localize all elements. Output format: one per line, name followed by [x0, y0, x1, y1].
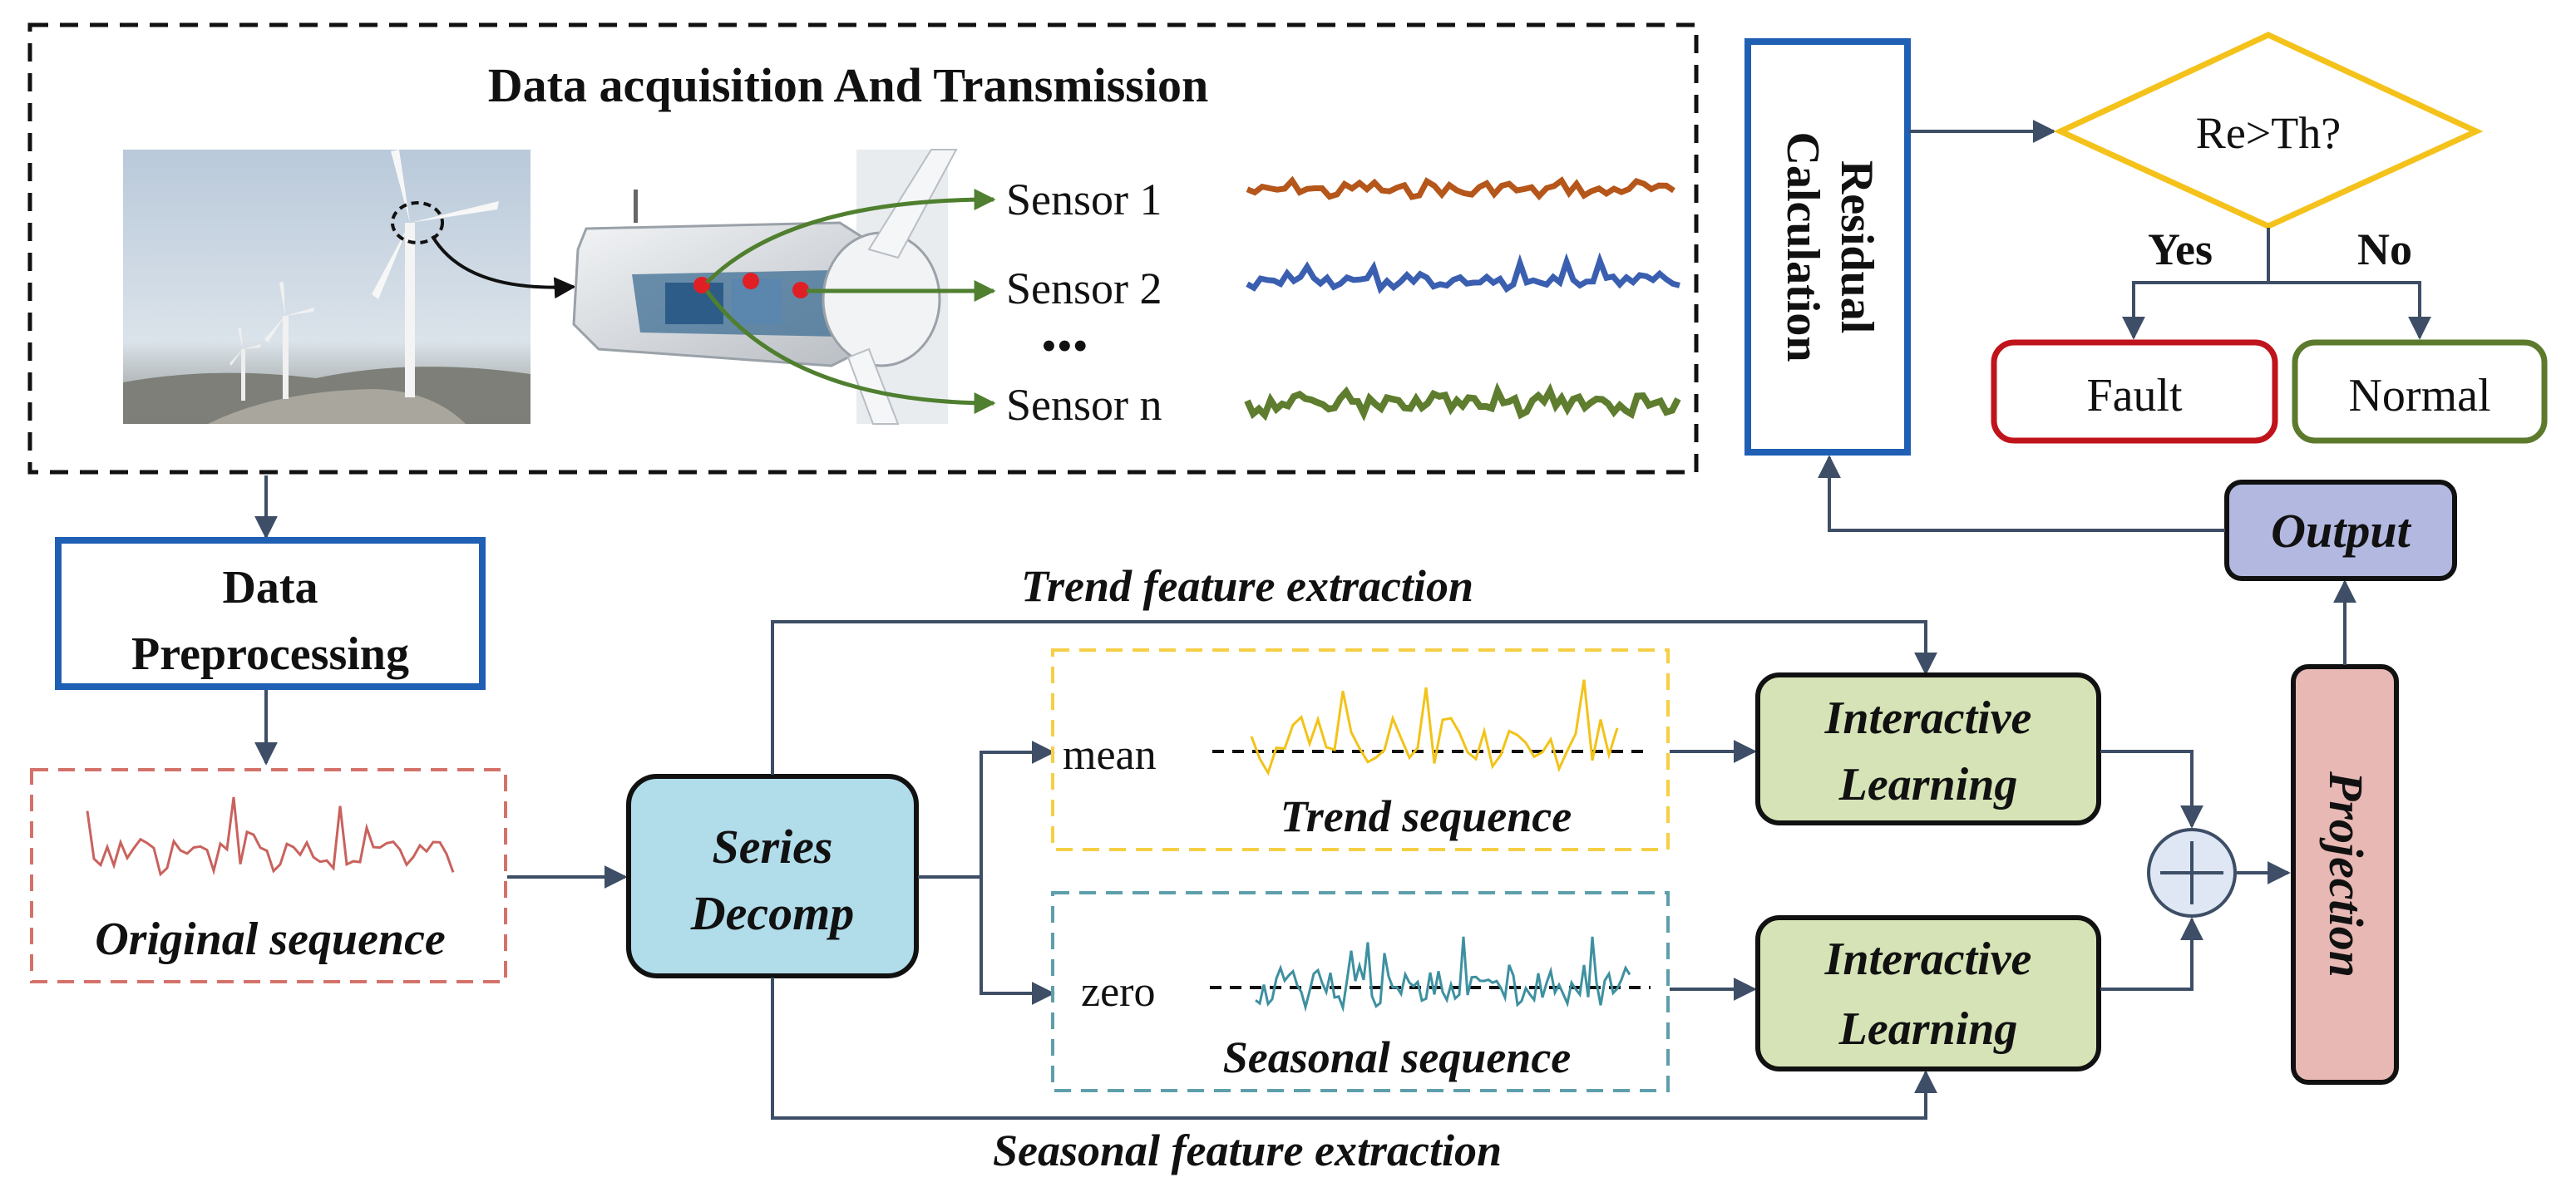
decision-branch-line [2122, 228, 2270, 340]
acquisition-title: Data acquisition And Transmission [488, 58, 1209, 112]
wind-turbine-photo [123, 150, 530, 424]
original-sequence-waveform [86, 796, 455, 877]
original-sequence-label: Original sequence [95, 914, 446, 965]
series-decomp-label-line2: Decomp [690, 886, 855, 940]
sensor-ellipsis: ••• [1041, 321, 1088, 371]
trend-sequence-label: Trend sequence [1281, 791, 1572, 841]
decision-branch-line-no [2268, 281, 2431, 340]
trend-to-plus-arrow [2100, 750, 2203, 829]
output-label: Output [2271, 504, 2412, 558]
acquisition-box [27, 22, 1699, 475]
sensor-1-waveform [1246, 175, 1675, 201]
preprocessing-label-line2: Preprocessing [131, 628, 409, 680]
sensor-2-waveform [1246, 252, 1680, 294]
trend-sequence-box [1051, 648, 1670, 851]
preprocessing-box [55, 537, 486, 690]
decomp-to-trend-arrow [918, 741, 1055, 879]
residual-label-line2: Calculation [1777, 132, 1828, 362]
residual-label-line1: Residual [1831, 160, 1883, 334]
interactive-learning-seasonal-line1: Interactive [1824, 933, 2032, 985]
series-decomp-label-line1: Series [713, 820, 833, 874]
seasonal-sequence-waveform [1255, 936, 1631, 1013]
sensor-1-label: Sensor 1 [1006, 175, 1162, 224]
trend-baseline-label: mean [1063, 732, 1157, 779]
seasonal-feature-label: Seasonal feature extraction [993, 1126, 1502, 1175]
output-to-residual-arrow [1818, 455, 2225, 532]
interactive-learning-trend-line2: Learning [1838, 759, 2018, 810]
seasonal-to-plus-arrow [2100, 917, 2203, 991]
preprocessing-label-line1: Data [222, 562, 318, 613]
interactive-learning-trend-line1: Interactive [1824, 692, 2032, 744]
residual-calculation-box [1744, 38, 1911, 456]
normal-label: Normal [2348, 370, 2490, 421]
decision-question: Re>Th? [2196, 108, 2341, 158]
decomp-to-seasonal-arrow [980, 877, 1055, 1005]
projection-label: Projection [2319, 771, 2373, 978]
trend-sequence-waveform [1250, 679, 1619, 776]
sensor-1-link [705, 189, 996, 284]
decision-yes-label: Yes [2148, 224, 2213, 274]
turbine-hub-highlight [391, 201, 444, 244]
plus-circle-icon [2147, 828, 2237, 918]
seasonal-feature-path [771, 978, 1937, 1120]
decision-diamond [2053, 32, 2484, 229]
fault-label: Fault [2086, 370, 2183, 421]
normal-box [2292, 339, 2548, 444]
interactive-learning-seasonal-line2: Learning [1838, 1003, 2018, 1055]
sensor-n-label: Sensor n [1006, 380, 1162, 430]
decision-no-label: No [2357, 224, 2412, 274]
output-box [2224, 480, 2457, 581]
seasonal-sequence-box [1051, 891, 1670, 1092]
interactive-learning-trend-box [1755, 672, 2101, 825]
interactive-learning-seasonal-box [1755, 915, 2101, 1071]
seasonal-baseline-label: zero [1081, 968, 1155, 1016]
nacelle-cutaway-illustration [572, 149, 958, 425]
sensor-n-link [704, 289, 996, 414]
fault-box [1991, 339, 2278, 444]
seasonal-sequence-label: Seasonal sequence [1223, 1032, 1572, 1082]
sensor-2-label: Sensor 2 [1006, 264, 1162, 313]
hub-to-nacelle-arrow [431, 234, 576, 299]
original-sequence-box [30, 768, 507, 983]
series-decomp-box [626, 774, 919, 978]
projection-box [2291, 664, 2399, 1085]
trend-feature-label: Trend feature extraction [1021, 561, 1473, 611]
sensor-n-waveform [1244, 382, 1681, 421]
trend-feature-path [771, 620, 1937, 775]
